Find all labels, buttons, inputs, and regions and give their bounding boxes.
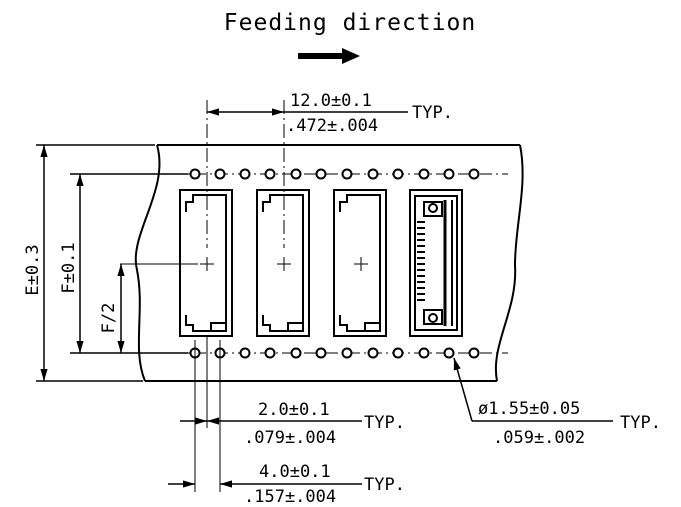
pocket-label: F±0.1 xyxy=(59,242,79,293)
hole-diameter-metric: ø1.55±0.05 xyxy=(478,399,580,419)
hole-offset-typ: TYP. xyxy=(364,413,405,433)
hole-offset-imperial: .079±.004 xyxy=(244,428,336,448)
pocket-3 xyxy=(333,189,387,337)
hole-centerlines xyxy=(150,173,508,354)
hole-extension-lines xyxy=(194,336,221,492)
width-label: E±0.3 xyxy=(23,244,43,295)
pocket-centerlines xyxy=(120,100,368,271)
pocket-1 xyxy=(179,189,233,337)
sprocket-holes-top xyxy=(189,168,480,180)
feeding-direction-arrow xyxy=(298,48,360,64)
pocket-4-with-connector xyxy=(409,189,463,337)
pocket-2 xyxy=(256,189,310,337)
hole-diameter-typ: TYP. xyxy=(620,413,661,433)
feeding-direction-title: Feeding direction xyxy=(224,10,476,36)
hole-diameter-imperial: .059±.002 xyxy=(493,428,585,448)
pitch-imperial: .472±.004 xyxy=(286,116,378,136)
hole-pitch-imperial: .157±.004 xyxy=(244,487,336,507)
hole-pitch-metric: 4.0±0.1 xyxy=(259,462,331,482)
carrier-tape xyxy=(134,144,524,382)
hole-offset-metric: 2.0±0.1 xyxy=(258,400,330,420)
pitch-metric: 12.0±0.1 xyxy=(290,91,372,111)
hole-pitch-typ: TYP. xyxy=(364,475,405,495)
pitch-typ: TYP. xyxy=(412,103,453,123)
width-dimension xyxy=(36,144,155,382)
hole-diameter-leader xyxy=(453,357,613,422)
pocket-dimension xyxy=(70,173,188,354)
half-label: F/2 xyxy=(99,303,119,334)
